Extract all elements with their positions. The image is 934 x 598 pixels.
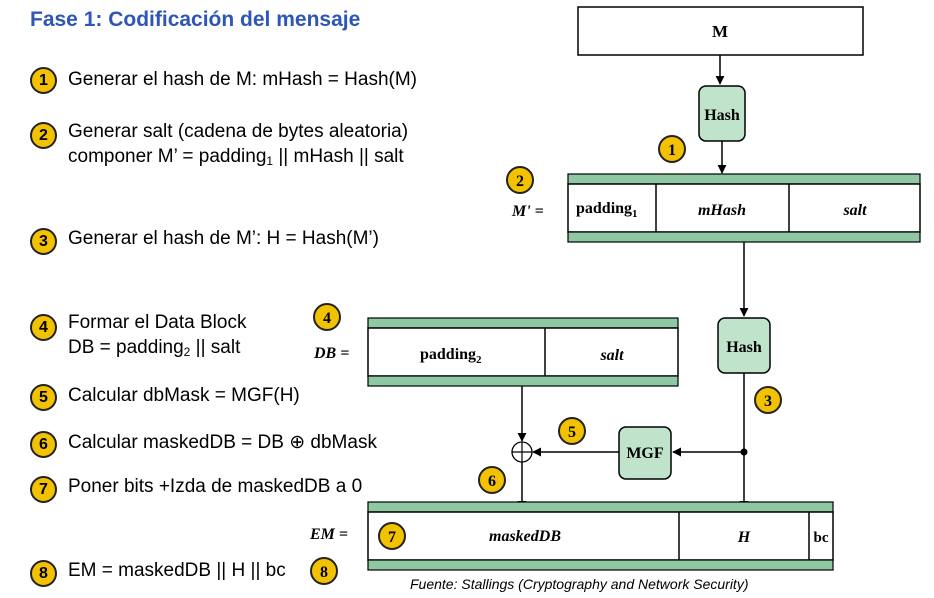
step-4-line2: DB = padding2 || salt xyxy=(68,337,241,359)
step-badge-4: 4 xyxy=(30,314,57,341)
db-block xyxy=(367,327,679,377)
mprime-label: M' = xyxy=(511,203,544,220)
step-8-text: EM = maskedDB || H || bc xyxy=(68,560,286,581)
em-h-cell: H xyxy=(737,529,751,546)
db-label: DB = xyxy=(313,345,349,362)
svg-text:1: 1 xyxy=(668,142,676,159)
page-title: Fase 1: Codificación del mensaje xyxy=(30,8,361,31)
diagram-badge-8: 8 xyxy=(310,557,338,585)
svg-text:3: 3 xyxy=(764,393,772,410)
em-maskeddb-cell: maskedDB xyxy=(489,528,561,545)
diagram-badge-4: 4 xyxy=(313,303,341,331)
mprime-mhash-cell: mHash xyxy=(698,202,746,219)
svg-text:2: 2 xyxy=(516,173,524,190)
step-5-text: Calcular dbMask = MGF(H) xyxy=(68,385,300,406)
step-2-line2: componer M’ = padding1 || mHash || salt xyxy=(68,146,404,168)
diagram-badge-2: 2 xyxy=(506,166,534,194)
step-2-text: Generar salt (cadena de bytes aleatoria)… xyxy=(68,119,408,174)
step-1-text: Generar el hash de M: mHash = Hash(M) xyxy=(68,69,417,90)
diagram-badge-7: 7 xyxy=(378,522,406,550)
step-2-line1: Generar salt (cadena de bytes aleatoria) xyxy=(68,121,409,142)
step-3-text: Generar el hash de M’: H = Hash(M’) xyxy=(68,228,379,249)
diagram-badge-6: 6 xyxy=(478,466,506,494)
diagram-badge-3: 3 xyxy=(754,386,782,414)
step-badge-8: 8 xyxy=(30,560,57,587)
xor-icon xyxy=(511,441,533,463)
mgf-label: MGF xyxy=(626,445,664,462)
db-top-band xyxy=(367,317,679,329)
diagram-badge-1: 1 xyxy=(658,135,686,163)
mprime-padding-cell: padding1 xyxy=(576,200,638,220)
step-6-text: Calcular maskedDB = DB ⊕ dbMask xyxy=(68,432,377,453)
m-label: M xyxy=(712,22,728,41)
mprime-top-band xyxy=(567,173,921,185)
em-label: EM = xyxy=(309,526,348,543)
step-4-line1: Formar el Data Block xyxy=(68,312,247,333)
step-badge-3: 3 xyxy=(30,228,57,255)
m-box xyxy=(577,6,864,56)
em-bc-cell: bc xyxy=(814,530,829,546)
step-badge-5: 5 xyxy=(30,384,57,411)
em-top-band xyxy=(367,501,834,513)
svg-text:8: 8 xyxy=(320,564,328,581)
step-badge-6: 6 xyxy=(30,431,57,458)
hash-label-1: Hash xyxy=(704,107,740,124)
step-4-text: Formar el Data Block DB = padding2 || sa… xyxy=(68,310,246,365)
svg-text:7: 7 xyxy=(388,529,396,546)
mprime-block xyxy=(567,183,921,233)
step-badge-1: 1 xyxy=(30,67,57,94)
source-caption: Fuente: Stallings (Cryptography and Netw… xyxy=(410,576,749,592)
db-salt-cell: salt xyxy=(599,347,624,364)
svg-text:6: 6 xyxy=(488,473,496,490)
mprime-bottom-band xyxy=(567,231,921,243)
db-bottom-band xyxy=(367,375,679,387)
em-block xyxy=(367,511,834,561)
db-padding-cell: padding2 xyxy=(420,346,482,366)
hash-label-2: Hash xyxy=(726,339,762,356)
mgf-box xyxy=(618,426,672,480)
step-7-text: Poner bits +Izda de maskedDB a 0 xyxy=(68,476,363,497)
em-bottom-band xyxy=(367,559,834,571)
diagram-badge-5: 5 xyxy=(558,417,586,445)
step-badge-2: 2 xyxy=(30,122,57,149)
svg-text:4: 4 xyxy=(323,310,331,327)
mprime-salt-cell: salt xyxy=(842,202,867,219)
step-badge-7: 7 xyxy=(30,476,57,503)
svg-text:5: 5 xyxy=(568,424,576,441)
